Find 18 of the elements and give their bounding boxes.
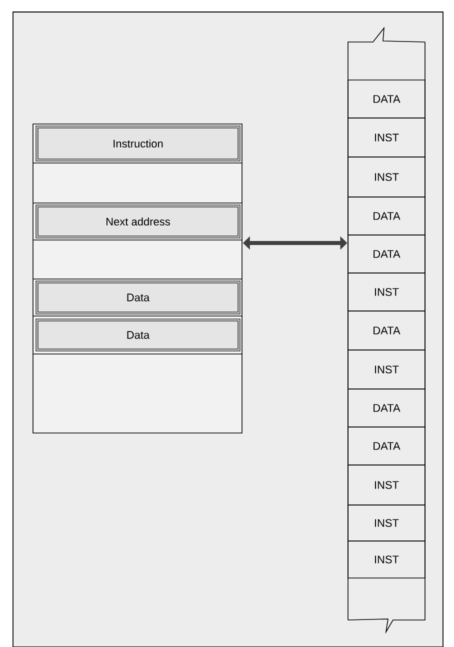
memory-cell: INST xyxy=(348,156,426,198)
memory-cell: DATA xyxy=(348,426,426,466)
memory-cell: INST xyxy=(348,540,426,578)
field-box: Next address xyxy=(36,204,240,238)
memory-cell: INST xyxy=(348,464,426,506)
memory-cell: DATA xyxy=(348,80,426,118)
memory-cell: INST xyxy=(348,504,426,542)
memory-cell: DATA xyxy=(348,310,426,350)
memory-cell: DATA xyxy=(348,388,426,428)
memory-strip xyxy=(348,26,426,634)
memory-cell: INST xyxy=(348,272,426,312)
memory-cell: DATA xyxy=(348,196,426,236)
memory-cell: DATA xyxy=(348,234,426,274)
memory-cell: INST xyxy=(348,118,426,158)
memory-cell: INST xyxy=(348,350,426,390)
field-box: Data xyxy=(36,318,240,352)
field-box: Data xyxy=(36,280,240,314)
field-box: Instruction xyxy=(36,126,240,162)
